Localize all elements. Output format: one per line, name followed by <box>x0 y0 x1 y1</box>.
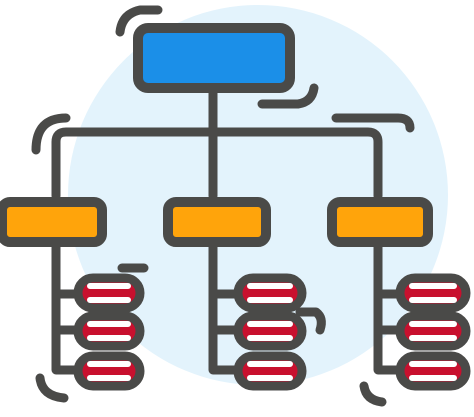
leaf-node <box>395 273 471 313</box>
background-circle <box>68 5 448 385</box>
sketch-accent <box>35 373 69 403</box>
sketch-accent <box>359 381 387 407</box>
leaf-node <box>73 351 145 391</box>
branch-node-left <box>0 197 107 247</box>
leaf-connector-center <box>208 239 245 375</box>
leaf-node <box>73 273 145 313</box>
leaf-band <box>247 361 293 381</box>
sketch-accent <box>115 5 163 37</box>
leaf-node <box>395 351 471 391</box>
leaf-node <box>395 311 471 351</box>
leaf-node <box>73 311 145 351</box>
leaf-band <box>247 283 293 303</box>
leaf-node <box>233 351 307 391</box>
leaf-band <box>87 283 131 303</box>
root-node <box>133 23 295 93</box>
branch-bar <box>51 127 383 201</box>
leaf-band <box>409 321 457 341</box>
leaf-band <box>87 321 131 341</box>
leaf-connector-left <box>51 239 85 375</box>
leaf-band <box>247 321 293 341</box>
sketch-accent <box>295 307 326 335</box>
branch-node-center <box>163 197 271 247</box>
leaf-band <box>409 283 457 303</box>
leaf-band <box>87 361 131 381</box>
sketch-accent <box>257 83 319 109</box>
sketch-accent <box>31 113 71 155</box>
leaf-connector-right <box>373 239 405 375</box>
leaf-node <box>233 311 307 351</box>
leaf-node <box>233 273 307 313</box>
leaf-band <box>409 361 457 381</box>
sketch-accent <box>331 113 415 133</box>
branch-node-right <box>327 197 433 247</box>
